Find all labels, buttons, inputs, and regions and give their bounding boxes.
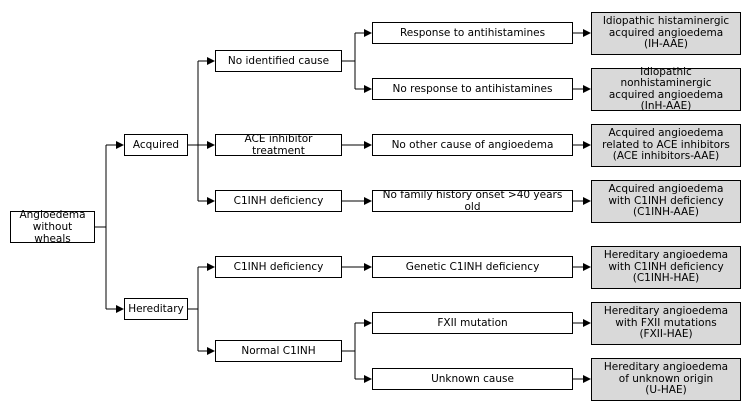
outcome-c1inh-aae: Acquired angioedema with C1INH deficienc…	[591, 180, 741, 223]
connector-normal-c1inh	[342, 323, 356, 379]
outcome-ih-aae: Idiopathic histaminergic acquired angioe…	[591, 12, 741, 55]
connector-acquired	[188, 61, 199, 201]
node-normal-c1inh: Normal C1INH	[215, 340, 342, 362]
node-no-family-history: No family history onset >40 years old	[372, 189, 573, 213]
node-acquired: Acquired	[124, 134, 188, 156]
outcome-fxii-hae: Hereditary angioedema with FXII mutation…	[591, 302, 741, 345]
node-no-identified-cause: No identified cause	[215, 50, 342, 72]
node-root: Angioedema without wheals	[10, 209, 95, 245]
node-no-response-antihistamines: No response to antihistamines	[372, 78, 573, 100]
node-hereditary: Hereditary	[124, 298, 188, 320]
node-unknown-cause: Unknown cause	[372, 368, 573, 390]
outcome-inh-aae: Idiopathic nonhistaminergic acquired ang…	[591, 66, 741, 112]
node-c1inh-deficiency-acquired: C1INH deficiency	[215, 190, 342, 212]
node-response-antihistamines: Response to antihistamines	[372, 22, 573, 44]
node-c1inh-deficiency-hereditary: C1INH deficiency	[215, 256, 342, 278]
outcome-ace-aae: Acquired angioedema related to ACE inhib…	[591, 124, 741, 167]
outcome-c1inh-hae: Hereditary angioedema with C1INH deficie…	[591, 246, 741, 289]
outcome-u-hae: Hereditary angioedema of unknown origin …	[591, 358, 741, 401]
connector-hereditary	[188, 267, 199, 351]
connector-root	[95, 145, 107, 309]
node-no-other-cause: No other cause of angioedema	[372, 134, 573, 156]
node-fxii-mutation: FXII mutation	[372, 312, 573, 334]
connector-no-identified-cause	[342, 33, 356, 89]
node-ace-inhibitor-treatment: ACE inhibitor treatment	[215, 133, 342, 157]
node-genetic-c1inh-deficiency: Genetic C1INH deficiency	[372, 256, 573, 278]
